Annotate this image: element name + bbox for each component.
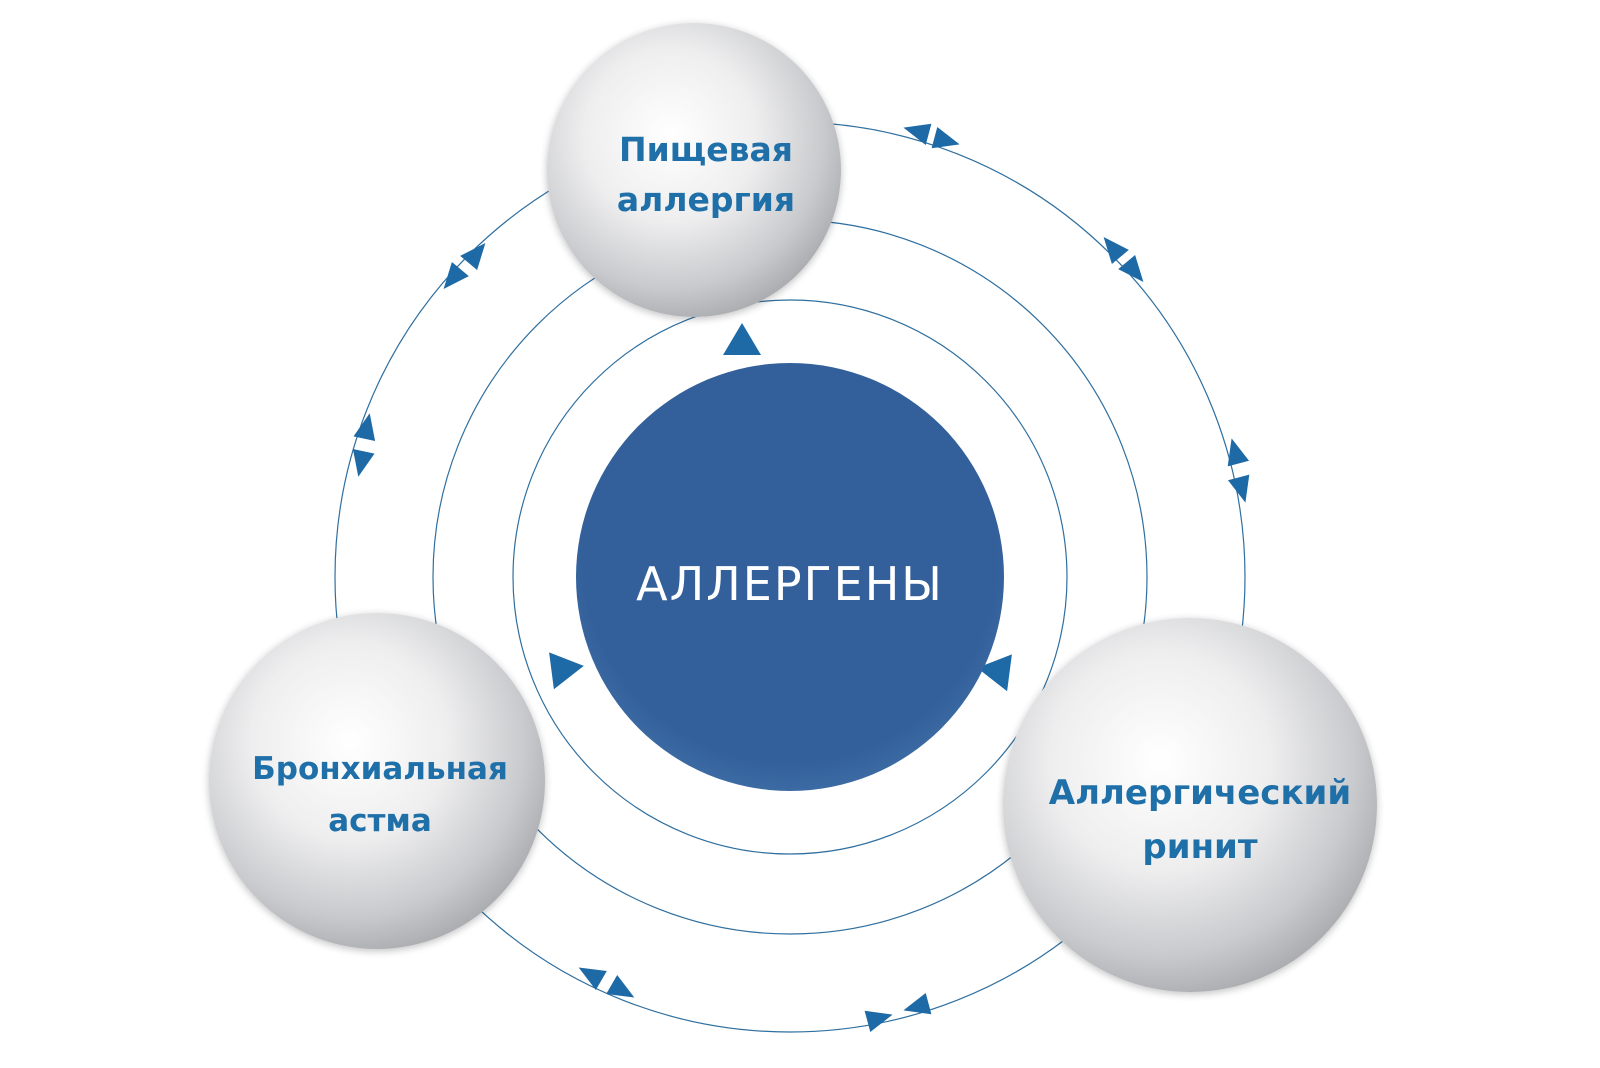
arrow-to-allergic-rhinitis <box>977 654 1012 692</box>
ring-arrow-5b <box>606 975 635 998</box>
ring-arrow-2a <box>1103 237 1129 264</box>
arrow-to-bronchial-asthma <box>549 652 584 690</box>
center-label: АЛЛЕРГЕНЫ <box>636 557 944 611</box>
ring-arrow-3b <box>1228 474 1250 503</box>
food-allergy-line2: аллергия <box>617 180 795 219</box>
food-allergy-line1: Пищевая <box>619 130 793 169</box>
ring-arrow-3a <box>1227 438 1249 467</box>
allergic-rhinitis-line1: Аллергический <box>1049 773 1351 813</box>
ring-arrow-4a <box>903 993 932 1015</box>
allergic-rhinitis-sphere <box>1003 618 1377 992</box>
ring-arrow-7b <box>443 262 469 289</box>
ring-arrow-1b <box>931 127 960 149</box>
allergic-rhinitis-line2: ринит <box>1142 827 1257 867</box>
ring-arrow-7a <box>460 243 486 270</box>
ring-arrow-6a <box>353 413 376 441</box>
center-circle <box>576 363 1004 791</box>
food-allergy-sphere <box>547 23 841 317</box>
ring-arrow-2b <box>1118 255 1144 282</box>
arrow-to-food-allergy <box>723 323 761 355</box>
orbit-ring-inner <box>512 299 1068 855</box>
center-node: АЛЛЕРГЕНЫ <box>576 363 1004 791</box>
ring-arrow-5a <box>578 967 607 990</box>
node-bronchial-asthma: Бронхиальная астма <box>209 613 545 949</box>
node-food-allergy: Пищевая аллергия <box>547 23 841 317</box>
node-allergic-rhinitis: Аллергический ринит <box>1003 618 1377 992</box>
bronchial-asthma-sphere <box>209 613 545 949</box>
ring-arrow-4b <box>864 1010 893 1032</box>
bronchial-asthma-line1: Бронхиальная <box>252 751 508 787</box>
bronchial-asthma-line2: астма <box>328 803 432 839</box>
cycle-arrows <box>352 123 1250 1032</box>
ring-arrow-1a <box>903 123 932 145</box>
ring-arrow-6b <box>352 449 375 477</box>
